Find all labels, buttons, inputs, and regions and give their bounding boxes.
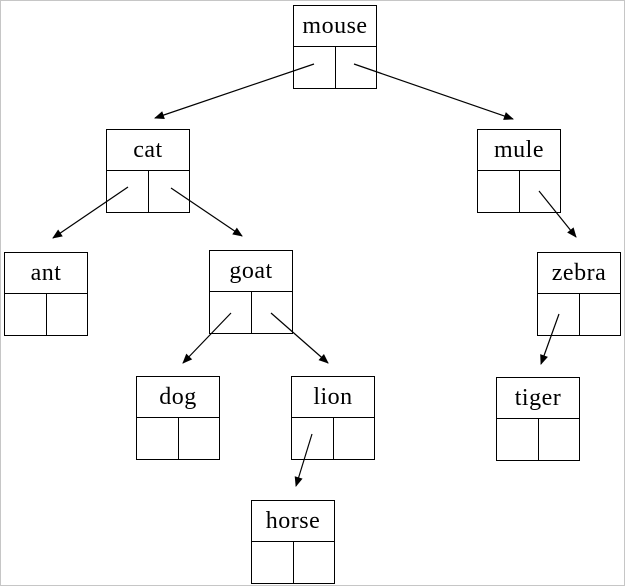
right-pointer-cell xyxy=(336,47,377,88)
right-pointer-cell xyxy=(334,418,375,459)
node-label: mouse xyxy=(294,6,376,47)
pointer-cells xyxy=(478,171,560,212)
tree-node-tiger: tiger xyxy=(496,377,580,461)
tree-node-cat: cat xyxy=(106,129,190,213)
tree-node-mouse: mouse xyxy=(293,5,377,89)
node-label: goat xyxy=(210,251,292,292)
pointer-cells xyxy=(294,47,376,88)
left-pointer-cell xyxy=(538,294,580,335)
right-pointer-cell xyxy=(580,294,621,335)
right-pointer-cell xyxy=(539,419,580,460)
right-pointer-cell xyxy=(252,292,293,333)
right-pointer-cell xyxy=(149,171,190,212)
node-label: horse xyxy=(252,501,334,542)
tree-node-dog: dog xyxy=(136,376,220,460)
left-pointer-cell xyxy=(478,171,520,212)
right-pointer-cell xyxy=(179,418,220,459)
pointer-cells xyxy=(107,171,189,212)
pointer-cells xyxy=(292,418,374,459)
tree-node-goat: goat xyxy=(209,250,293,334)
node-label: lion xyxy=(292,377,374,418)
right-pointer-cell xyxy=(294,542,335,583)
tree-node-ant: ant xyxy=(4,252,88,336)
left-pointer-cell xyxy=(137,418,179,459)
left-pointer-cell xyxy=(5,294,47,335)
tree-node-zebra: zebra xyxy=(537,252,621,336)
node-label: zebra xyxy=(538,253,620,294)
left-pointer-cell xyxy=(210,292,252,333)
left-pointer-cell xyxy=(107,171,149,212)
pointer-cells xyxy=(497,419,579,460)
left-pointer-cell xyxy=(252,542,294,583)
tree-node-mule: mule xyxy=(477,129,561,213)
left-pointer-cell xyxy=(497,419,539,460)
node-label: ant xyxy=(5,253,87,294)
right-pointer-cell xyxy=(47,294,88,335)
pointer-cells xyxy=(210,292,292,333)
node-label: mule xyxy=(478,130,560,171)
tree-node-horse: horse xyxy=(251,500,335,584)
pointer-cells xyxy=(137,418,219,459)
right-pointer-cell xyxy=(520,171,561,212)
pointer-cells xyxy=(538,294,620,335)
node-label: cat xyxy=(107,130,189,171)
node-label: tiger xyxy=(497,378,579,419)
pointer-cells xyxy=(5,294,87,335)
pointer-cells xyxy=(252,542,334,583)
left-pointer-cell xyxy=(294,47,336,88)
node-label: dog xyxy=(137,377,219,418)
tree-node-lion: lion xyxy=(291,376,375,460)
left-pointer-cell xyxy=(292,418,334,459)
